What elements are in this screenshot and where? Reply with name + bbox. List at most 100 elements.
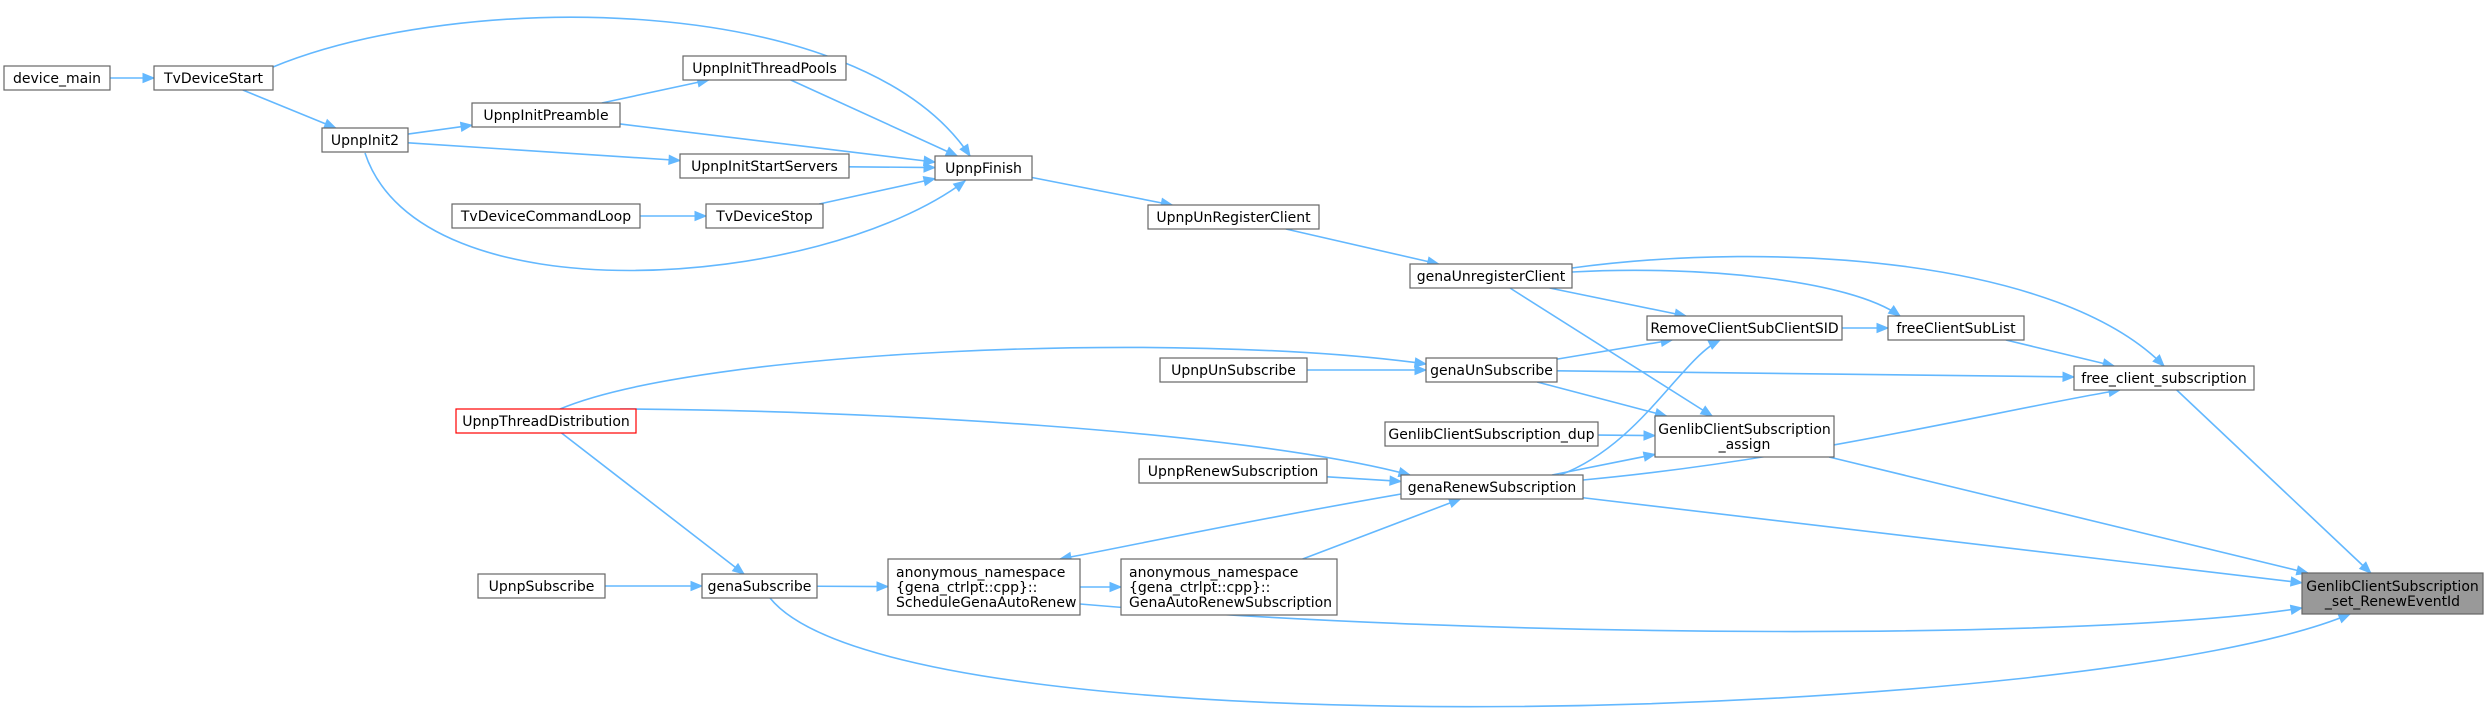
node-UpnpUnSubscribe[interactable]: UpnpUnSubscribe xyxy=(1159,357,1308,383)
edge-UpnpInitThreadPools-to-UpnpFinish xyxy=(790,79,959,157)
node-UpnpInit2[interactable]: UpnpInit2 xyxy=(321,127,409,153)
node-label: UpnpThreadDistribution xyxy=(462,414,630,430)
node-label: TvDeviceStart xyxy=(163,71,263,87)
node-label: UpnpInitStartServers xyxy=(691,159,838,175)
edge-arrowhead xyxy=(1699,405,1714,417)
edge-line xyxy=(1302,498,1461,560)
edge-TvDeviceStart-to-UpnpFinish xyxy=(272,16,971,158)
node-label: device_main xyxy=(13,71,101,87)
edge-arrowhead xyxy=(1109,581,1123,593)
edge-genaUnregisterClient-to-RemoveClientSubClientSID xyxy=(1549,287,1688,319)
node-box xyxy=(1159,357,1308,383)
node-box xyxy=(1384,421,1599,447)
node-label: UpnpSubscribe xyxy=(489,579,595,595)
node-TvDeviceStart[interactable]: TvDeviceStart xyxy=(153,65,274,91)
edge-UpnpInitPreamble-to-UpnpInitThreadPools xyxy=(601,77,711,104)
edge-genaRenewSubscription-to-ScheduleGenaAutoRenew xyxy=(1058,493,1402,563)
node-label: RemoveClientSubClientSID xyxy=(1650,321,1838,337)
edge-genaRenewSubscription-to-GenlibClientSubscription_set_RenewEventId xyxy=(1582,496,2304,587)
edge-line xyxy=(1549,287,1687,317)
edge-UpnpInit2-to-UpnpInitStartServers xyxy=(407,141,682,165)
node-UpnpInitThreadPools[interactable]: UpnpInitThreadPools xyxy=(682,55,847,81)
edge-arrowhead xyxy=(1642,451,1657,462)
edge-arrowhead xyxy=(959,143,971,158)
edge-arrowhead xyxy=(690,580,704,592)
node-label: GenaAutoRenewSubscription xyxy=(1129,595,1332,611)
edge-ScheduleGenaAutoRenew-to-GenlibClientSubscription_set_RenewEventId xyxy=(1079,603,2304,633)
edge-UpnpThreadDistribution-to-genaUnSubscribe xyxy=(559,346,1428,410)
edge-line xyxy=(364,152,966,272)
node-label: free_client_subscription xyxy=(2081,371,2246,387)
node-box xyxy=(1409,263,1573,289)
node-UpnpInitStartServers[interactable]: UpnpInitStartServers xyxy=(679,153,850,179)
edge-line xyxy=(1031,176,1173,206)
node-box xyxy=(477,573,606,599)
node-box xyxy=(1425,357,1558,383)
edge-genaUnregisterClient-to-freeClientSubList xyxy=(1571,269,1902,317)
node-UpnpRenewSubscription[interactable]: UpnpRenewSubscription xyxy=(1138,458,1328,484)
edge-arrowhead xyxy=(1887,305,1902,317)
node-GenlibClientSubscription_assign[interactable]: GenlibClientSubscription_assign xyxy=(1654,415,1835,458)
node-box xyxy=(679,153,850,179)
edge-arrowhead xyxy=(142,72,156,84)
edge-line xyxy=(1556,339,1673,360)
node-label: UpnpInit2 xyxy=(331,133,399,149)
edge-UpnpThreadDistribution-to-genaSubscribe xyxy=(561,432,746,575)
node-label: UpnpUnRegisterClient xyxy=(1156,210,1311,226)
edge-arrowhead xyxy=(2152,354,2165,367)
edge-UpnpRenewSubscription-to-genaRenewSubscription xyxy=(1326,475,1403,486)
node-genaSubscribe[interactable]: genaSubscribe xyxy=(701,573,818,599)
edge-arrowhead xyxy=(944,146,959,157)
node-UpnpInitPreamble[interactable]: UpnpInitPreamble xyxy=(471,102,621,128)
edge-TvDeviceStart-to-UpnpInit2 xyxy=(242,89,337,129)
node-box xyxy=(682,55,847,81)
edge-UpnpUnRegisterClient-to-genaUnregisterClient xyxy=(1285,228,1440,267)
edge-arrowhead xyxy=(1447,498,1462,508)
edge-genaUnregisterClient-to-GenlibClientSubscription_assign xyxy=(1509,287,1714,417)
node-freeClientSubList[interactable]: freeClientSubList xyxy=(1887,315,2025,341)
node-genaUnregisterClient[interactable]: genaUnregisterClient xyxy=(1409,263,1573,289)
node-device_main[interactable]: device_main xyxy=(3,65,111,91)
node-GenaAutoRenewSubscription[interactable]: anonymous_namespace{gena_ctrlpt::cpp}::G… xyxy=(1120,558,1338,616)
node-box xyxy=(321,127,409,153)
edge-line xyxy=(1509,287,1713,417)
node-box xyxy=(1887,315,2025,341)
node-box xyxy=(701,573,818,599)
node-TvDeviceStop[interactable]: TvDeviceStop xyxy=(705,203,824,229)
node-RemoveClientSubClientSID[interactable]: RemoveClientSubClientSID xyxy=(1646,315,1843,341)
node-ScheduleGenaAutoRenew[interactable]: anonymous_namespace{gena_ctrlpt::cpp}::S… xyxy=(887,558,1081,616)
edge-line xyxy=(559,346,1427,410)
node-genaRenewSubscription[interactable]: genaRenewSubscription xyxy=(1400,474,1584,500)
node-GenlibClientSubscription_set_RenewEventId[interactable]: GenlibClientSubscription_set_RenewEventI… xyxy=(2301,572,2484,615)
edge-line xyxy=(1559,339,1721,476)
edge-line xyxy=(272,16,971,157)
edge-layer xyxy=(110,16,2372,708)
node-label: UpnpUnSubscribe xyxy=(1171,363,1296,379)
edge-line xyxy=(819,177,936,205)
node-UpnpThreadDistribution[interactable]: UpnpThreadDistribution xyxy=(455,408,637,434)
edge-GenlibClientSubscription_dup-to-GenlibClientSubscription_assign xyxy=(1597,430,1657,441)
node-label: genaUnSubscribe xyxy=(1430,363,1553,379)
node-UpnpUnRegisterClient[interactable]: UpnpUnRegisterClient xyxy=(1147,204,1320,230)
node-label: GenlibClientSubscription xyxy=(2306,579,2479,595)
node-TvDeviceCommandLoop[interactable]: TvDeviceCommandLoop xyxy=(451,203,641,229)
edge-line xyxy=(1582,389,2121,481)
edge-arrowhead xyxy=(1413,357,1428,368)
node-UpnpSubscribe[interactable]: UpnpSubscribe xyxy=(477,573,606,599)
node-box xyxy=(3,65,111,91)
node-box xyxy=(1654,415,1835,458)
node-UpnpFinish[interactable]: UpnpFinish xyxy=(934,155,1033,181)
edge-line xyxy=(1556,369,2075,378)
edge-arrowhead xyxy=(922,175,937,187)
edge-arrowhead xyxy=(1414,364,1428,376)
node-box xyxy=(1120,558,1338,616)
edge-line xyxy=(2005,339,2115,367)
edge-line xyxy=(242,89,336,129)
node-genaUnSubscribe[interactable]: genaUnSubscribe xyxy=(1425,357,1558,383)
edge-arrowhead xyxy=(1707,339,1722,350)
node-GenlibClientSubscription_dup[interactable]: GenlibClientSubscription_dup xyxy=(1384,421,1599,447)
edge-arrowhead xyxy=(668,154,682,165)
node-free_client_subscription[interactable]: free_client_subscription xyxy=(2073,365,2255,391)
edge-line xyxy=(1571,269,1901,317)
